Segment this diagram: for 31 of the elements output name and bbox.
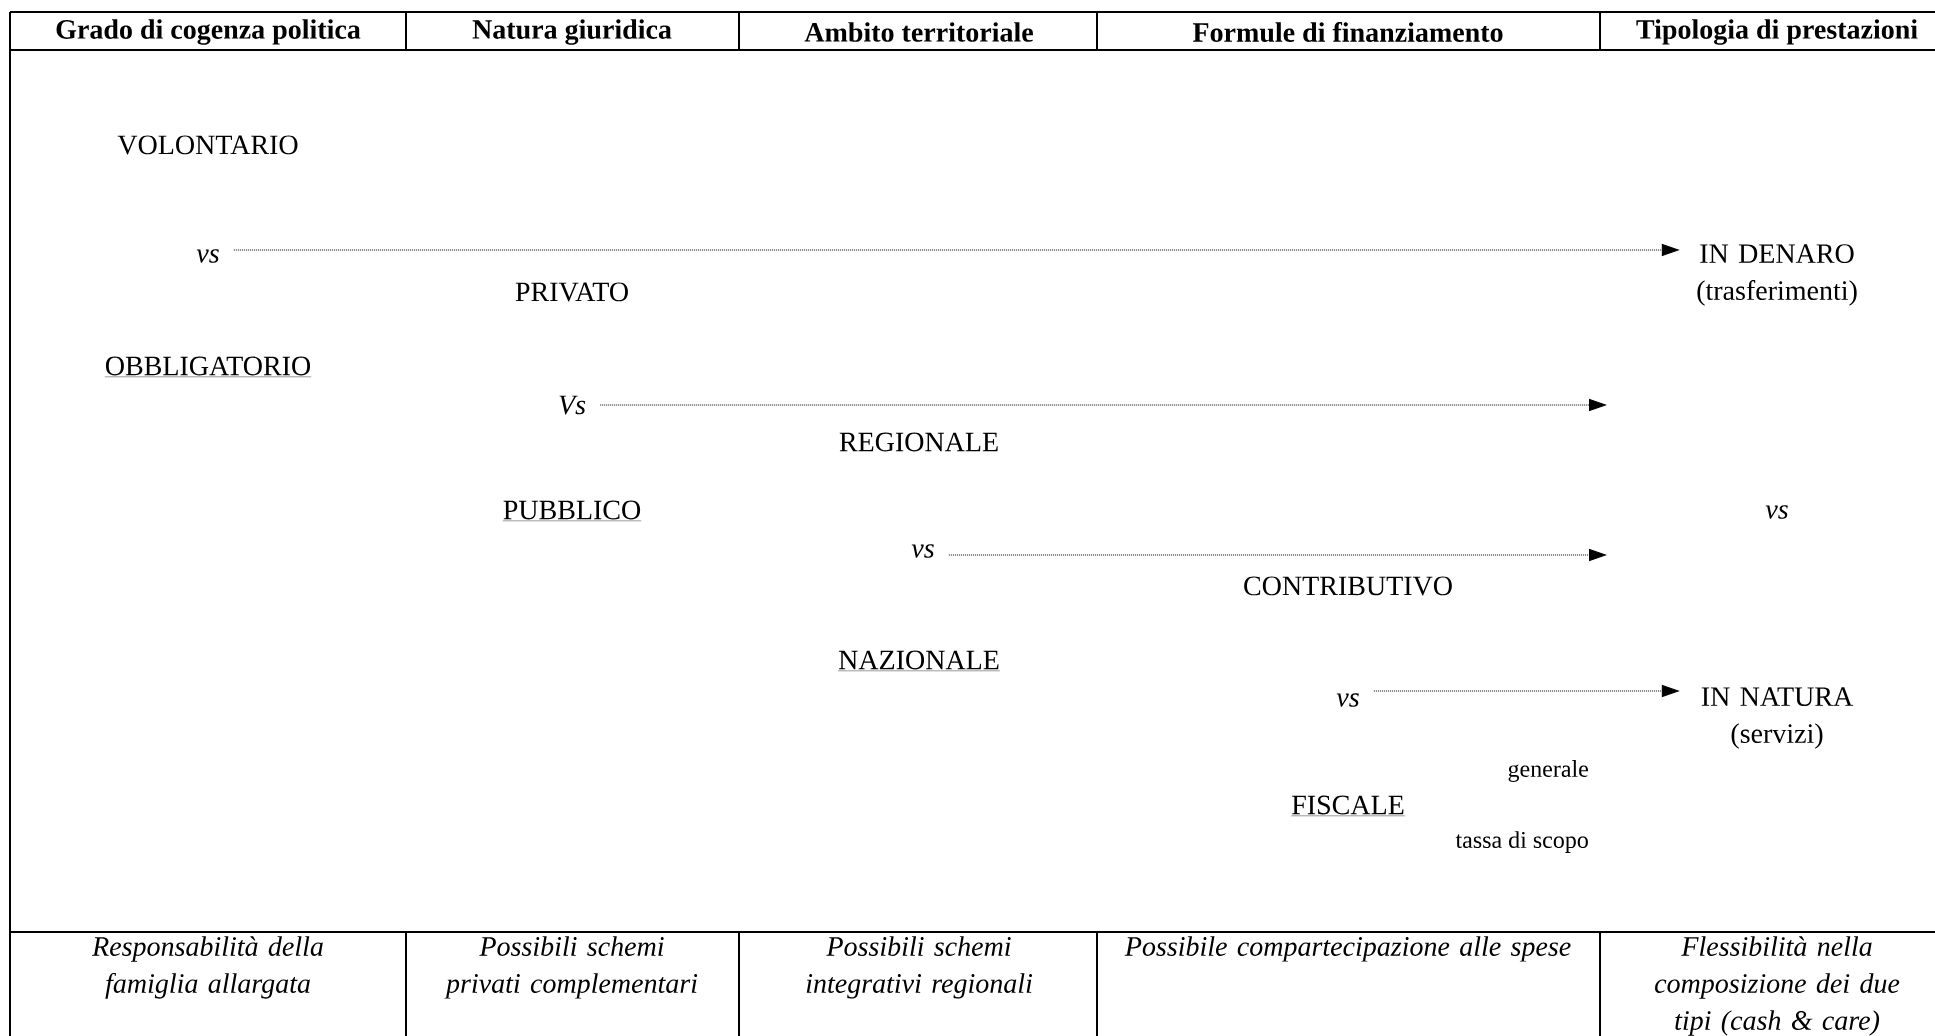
note-text: generale [1508,760,1588,782]
benefit-text: IN DENARO (trasferimenti) [1697,244,1857,306]
category-text: CONTRIBUTIVO [1244,576,1452,596]
category-text: PRIVATO [515,282,628,302]
column-header: Formule di finanziamento [1192,21,1503,43]
arrow [948,549,1606,561]
vs-text: vs [1336,693,1359,707]
category-text: FISCALE [1291,795,1405,817]
arrow [599,399,1606,411]
vs-text: vs [196,249,219,263]
column-header: Tipologia di prestazioni [1636,19,1918,45]
column-header: Grado di cogenza politica [56,19,361,45]
column-header: Natura giuridica [472,19,672,45]
column-footer: Possibile compartecipazione alle spese [1124,936,1571,962]
vs-text: vs [911,544,934,558]
category-text: PUBBLICO [502,500,642,521]
category-text: OBBLIGATORIO [104,356,312,377]
category-text: REGIONALE [839,432,998,452]
vs-text: Vs [559,395,586,415]
vs-text: vs [1765,505,1788,519]
category-text: NAZIONALE [837,650,1001,671]
column-footer: Flessibilità nella composizione dei due tipi (cash & care) [1655,936,1900,1036]
category-text: VOLONTARIO [117,135,298,155]
column-footer: Responsabilità della famiglia allargata [91,936,323,999]
column-footer: Possibili schemi integrativi regionali [806,936,1032,999]
note-text: tassa di scopo [1455,831,1588,853]
arrow [233,244,1679,256]
column-header: Ambito territoriale [804,22,1033,42]
column-footer: Possibili schemi privati complementari [444,936,698,999]
benefit-text: IN NATURA (servizi) [1701,687,1854,749]
arrow [1373,685,1679,697]
